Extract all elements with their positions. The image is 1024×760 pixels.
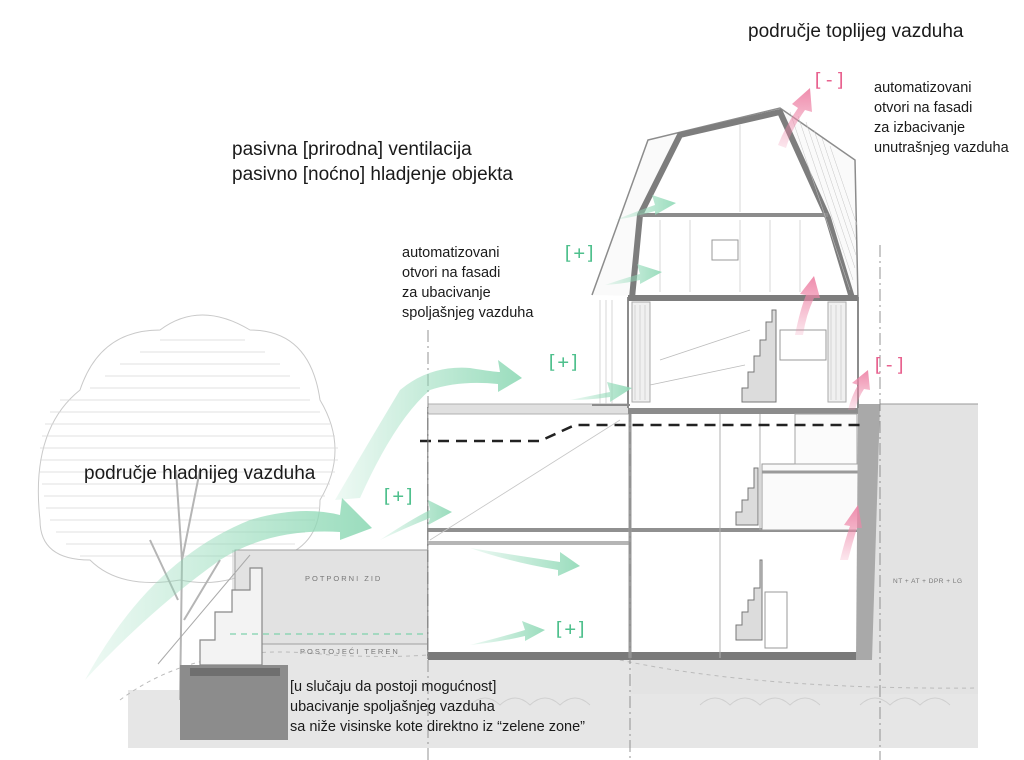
bottom-note-line-1: [u slučaju da postoji mogućnost] (290, 679, 497, 695)
intake-note-line-2: otvori na fasadi (402, 265, 501, 281)
intake-note: automatizovani otvori na fasadi za ubaci… (402, 243, 533, 323)
rising-air-arrow (335, 360, 522, 500)
exhaust-note-line-3: za izbacivanje (874, 120, 966, 136)
retaining-wall (157, 549, 460, 740)
intake-arrow-attic (605, 264, 662, 285)
exhaust-note-line-4: unutrašnjeg vazduha (874, 140, 1009, 156)
intake-note-line-4: spoljašnjeg vazduha (402, 305, 534, 321)
existing-terrain-label: POSTOJEĆI TEREN (300, 647, 400, 656)
exhaust-air-arrows (778, 88, 870, 560)
warm-zone-label: područje toplijeg vazduha (748, 21, 964, 42)
intake-marker-upper: [+] (546, 351, 581, 373)
cold-zone-label: područje hladnijeg vazduha (84, 463, 316, 484)
exhaust-note: automatizovani otvori na fasadi za izbac… (874, 78, 1009, 158)
exhaust-arrow-facade (848, 370, 870, 410)
intake-arrow-upper (570, 382, 632, 402)
exhaust-marker-facade: [-] (872, 354, 907, 376)
bottom-note: [u slučaju da postoji mogućnost] ubaciva… (290, 677, 585, 737)
intake-marker-attic: [+] (562, 242, 597, 264)
neighbour-label: NT + AT + DPR + LG (893, 578, 963, 585)
intake-marker-mid: [+] (381, 485, 416, 507)
exhaust-arrow-roof (778, 88, 812, 148)
exhaust-note-line-1: automatizovani (874, 80, 972, 96)
grid-axes (427, 245, 881, 760)
building-section (420, 107, 978, 660)
title-line-1: pasivna [prirodna] ventilacija (232, 139, 472, 160)
cold-air-arrow-large (85, 498, 372, 680)
intake-note-line-3: za ubacivanje (402, 285, 491, 301)
intake-arrow-roof (615, 195, 676, 220)
intake-arrow-basement (470, 621, 545, 645)
intake-arrow-mid (380, 500, 452, 540)
intake-arrow-floor (470, 548, 580, 576)
exhaust-arrow-lower (840, 505, 862, 560)
exhaust-note-line-2: otvori na fasadi (874, 100, 973, 116)
intake-marker-basement: [+] (553, 618, 588, 640)
fresh-air-arrows (85, 195, 676, 680)
intake-note-line-1: automatizovani (402, 245, 500, 261)
retaining-wall-label: POTPORNI ZID (305, 574, 383, 583)
bottom-note-line-3: sa niže visinske kote direktno iz “zelen… (290, 719, 585, 735)
title-line-2: pasivno [noćno] hladjenje objekta (232, 164, 513, 185)
bottom-note-line-2: ubacivanje spoljašnjeg vazduha (290, 699, 495, 715)
exhaust-arrow-upper (795, 276, 820, 335)
exhaust-marker-roof: [-] (812, 69, 847, 91)
